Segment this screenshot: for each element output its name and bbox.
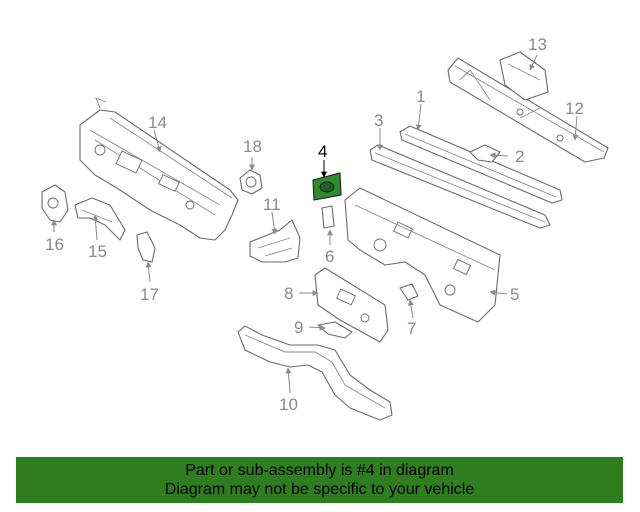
callout-labels: 1 2 3 4 5 6 7 8 9 10 11 12 13 14 15 16 1… bbox=[45, 35, 584, 414]
part-15 bbox=[74, 197, 126, 241]
callout-12: 12 bbox=[565, 99, 584, 118]
part-6 bbox=[321, 205, 335, 229]
part-17 bbox=[136, 231, 156, 263]
callout-5: 5 bbox=[510, 285, 519, 304]
part-4-highlighted[interactable] bbox=[312, 172, 342, 201]
callout-1: 1 bbox=[416, 87, 425, 106]
callout-4[interactable]: 4 bbox=[318, 142, 327, 161]
part-7 bbox=[399, 283, 419, 301]
callout-16: 16 bbox=[45, 235, 64, 254]
callout-15: 15 bbox=[88, 242, 107, 261]
callout-17: 17 bbox=[140, 285, 159, 304]
callout-14: 14 bbox=[148, 113, 167, 132]
callout-11: 11 bbox=[263, 195, 281, 214]
info-banner: Part or sub-assembly is #4 in diagram Di… bbox=[16, 457, 623, 503]
part-16 bbox=[41, 184, 69, 223]
callout-2: 2 bbox=[515, 147, 524, 166]
part-11 bbox=[249, 219, 301, 263]
part-8 bbox=[314, 267, 389, 343]
callout-10: 10 bbox=[279, 395, 298, 414]
callout-6: 6 bbox=[325, 247, 334, 266]
part-1-cowl-top bbox=[399, 125, 563, 204]
part-14-dash-panel bbox=[79, 97, 239, 241]
banner-line-disclaimer: Diagram may not be specific to your vehi… bbox=[164, 481, 475, 498]
part-12-cowl-grille bbox=[447, 57, 609, 163]
part-18 bbox=[239, 169, 263, 195]
part-5-bulkhead bbox=[344, 187, 501, 323]
callout-18: 18 bbox=[243, 137, 262, 156]
callout-7: 7 bbox=[407, 319, 416, 338]
part-10-rail bbox=[237, 325, 393, 421]
part-9 bbox=[317, 321, 353, 339]
banner-line-part: Part or sub-assembly is #4 in diagram bbox=[185, 462, 454, 479]
parts-diagram: 1 2 3 4 5 6 7 8 9 10 11 12 13 14 15 16 1… bbox=[41, 35, 609, 421]
part-13 bbox=[499, 51, 549, 101]
callout-8: 8 bbox=[284, 284, 293, 303]
callout-3: 3 bbox=[374, 111, 383, 130]
callout-13: 13 bbox=[528, 35, 547, 54]
callout-9: 9 bbox=[294, 318, 303, 337]
leader-lines bbox=[51, 54, 579, 394]
